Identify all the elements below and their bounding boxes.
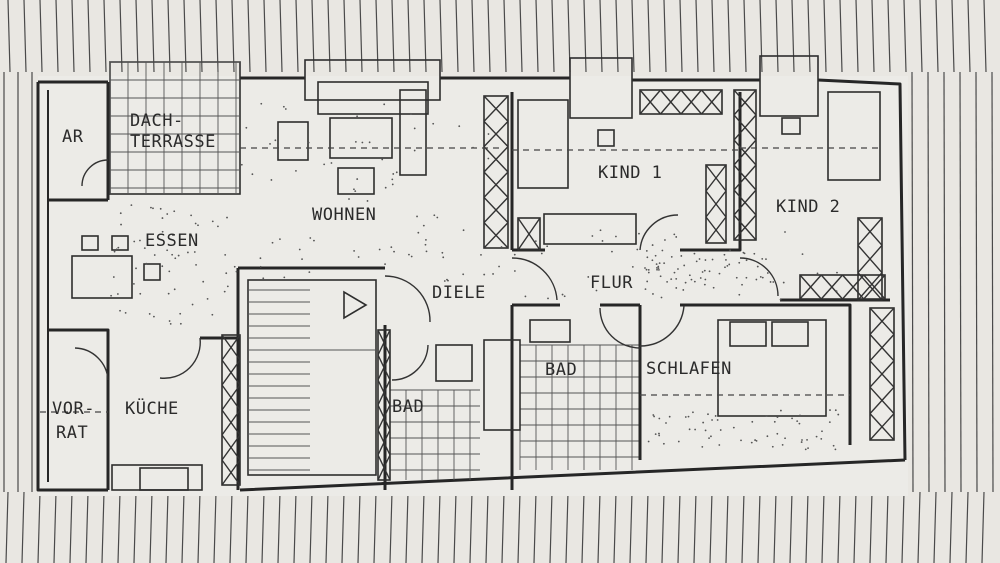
label-flur: FLUR <box>590 273 633 293</box>
label-kind1: KIND 1 <box>598 163 662 183</box>
staircase <box>247 279 377 476</box>
label-bad-main: BAD <box>545 360 577 380</box>
label-schlafen: SCHLAFEN <box>646 359 732 379</box>
label-vorrat-line2: RAT <box>56 423 88 443</box>
dormer-windows <box>304 55 819 119</box>
floor-speckle <box>110 102 840 451</box>
roof-slope-lines <box>40 147 880 413</box>
roof-rafter-hatching <box>3 0 994 563</box>
label-bad-small: BAD <box>392 397 424 417</box>
label-essen: ESSEN <box>145 231 199 251</box>
label-kind2: KIND 2 <box>776 197 840 217</box>
label-diele: DIELE <box>432 283 486 303</box>
outer-wall <box>36 76 907 492</box>
label-wohnen: WOHNEN <box>312 205 376 225</box>
label-kueche: KÜCHE <box>125 397 179 419</box>
label-ar: AR <box>62 127 84 147</box>
label-dachterrasse-line1: DACH- <box>130 111 184 131</box>
label-vorrat-line1: VOR- <box>52 399 95 419</box>
door-swings <box>74 159 779 381</box>
dachterrasse-tiles <box>109 61 640 480</box>
label-dachterrasse-line2: TERRASSE <box>130 132 216 152</box>
plan-background <box>38 76 908 496</box>
furniture <box>71 81 881 491</box>
room-labels: AR DACH- TERRASSE WOHNEN ESSEN KIND 1 KI… <box>52 111 840 443</box>
interior-walls <box>48 82 890 490</box>
built-in-wardrobes <box>221 89 895 486</box>
